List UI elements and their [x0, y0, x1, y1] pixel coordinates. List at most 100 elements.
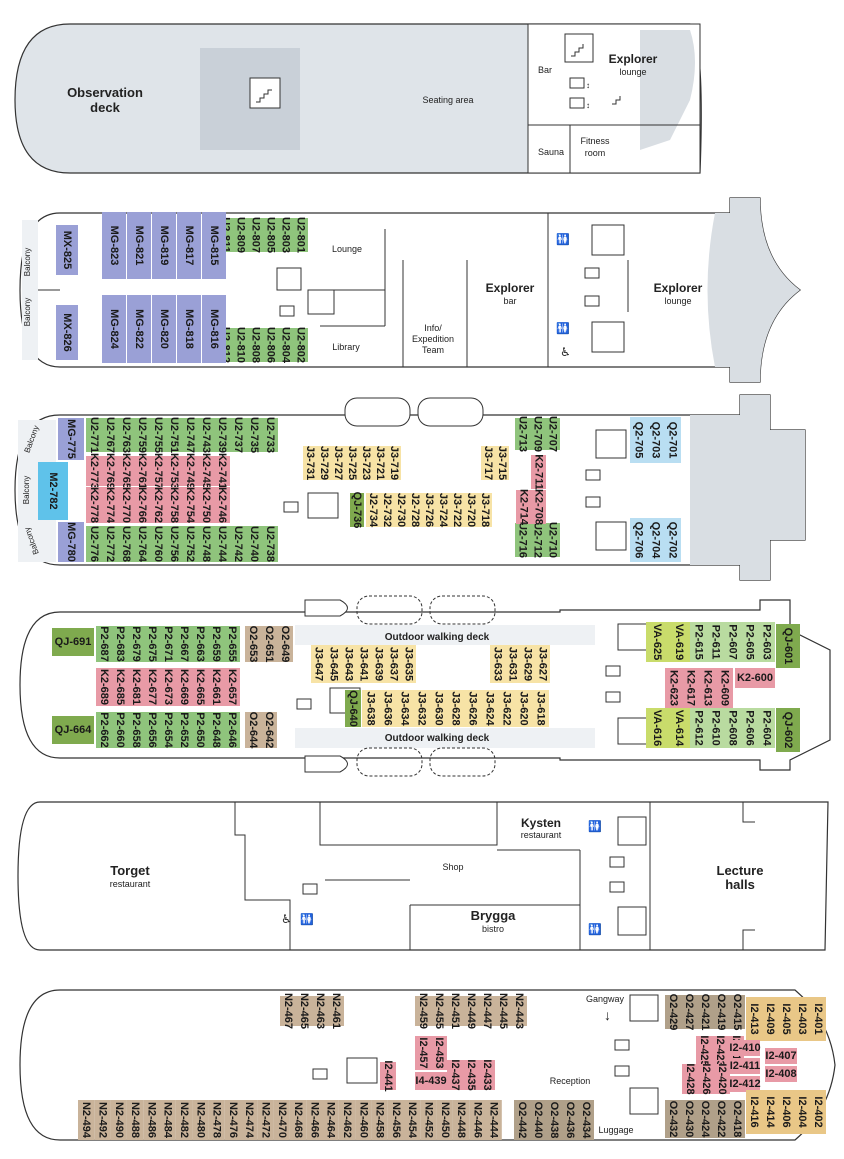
cabin-box[interactable] [112, 668, 128, 706]
cabin-box[interactable] [317, 446, 331, 480]
cabin-box[interactable] [664, 518, 681, 562]
cabin-box[interactable] [729, 1100, 745, 1138]
cabin-box[interactable] [150, 487, 166, 523]
cabin-box[interactable] [78, 1100, 95, 1140]
cabin-box[interactable] [562, 1100, 578, 1140]
cabin-box[interactable] [452, 1100, 470, 1140]
cabin-box[interactable] [182, 526, 198, 562]
cabin-box[interactable] [746, 997, 762, 1041]
cabin-box[interactable] [182, 418, 198, 452]
cabin-box[interactable] [341, 645, 356, 683]
cabin-box[interactable] [682, 1064, 698, 1094]
cabin-box[interactable] [516, 490, 531, 524]
cabin-box[interactable] [668, 622, 690, 662]
cabin-box[interactable] [495, 996, 511, 1026]
cabin-box[interactable] [699, 668, 716, 708]
cabin-box[interactable] [515, 418, 530, 450]
cabin-box[interactable] [463, 996, 479, 1026]
cabin-box[interactable] [431, 1036, 447, 1070]
cabin-box[interactable] [404, 1100, 421, 1140]
cabin-box[interactable] [152, 212, 176, 279]
cabin-box[interactable] [96, 668, 112, 706]
cabin-box[interactable] [469, 1100, 486, 1140]
cabin-box[interactable] [102, 487, 118, 523]
cabin-box[interactable] [578, 1100, 594, 1140]
cabin-box[interactable] [312, 996, 328, 1026]
cabin-box[interactable] [128, 668, 144, 706]
cabin-box[interactable] [464, 493, 478, 527]
cabin-box[interactable] [730, 1040, 760, 1056]
cabin-box[interactable] [394, 493, 408, 527]
cabin-box[interactable] [118, 526, 134, 562]
cabin-box[interactable] [447, 996, 463, 1026]
cabin-box[interactable] [118, 487, 134, 523]
cabin-box[interactable] [401, 645, 416, 683]
cabin-box[interactable] [263, 218, 278, 252]
cabin-box[interactable] [257, 1100, 274, 1140]
cabin-box[interactable] [166, 456, 182, 486]
cabin-box[interactable] [152, 295, 176, 363]
cabin-box[interactable] [646, 708, 668, 748]
cabin-box[interactable] [338, 1100, 356, 1140]
cabin-box[interactable] [246, 526, 262, 562]
cabin-box[interactable] [386, 645, 401, 683]
cabin-box[interactable] [436, 493, 450, 527]
cabin-box[interactable] [413, 690, 430, 727]
cabin-box[interactable] [134, 487, 150, 523]
cabin-box[interactable] [208, 668, 224, 706]
cabin-box[interactable] [668, 708, 690, 748]
cabin-box[interactable] [293, 218, 308, 252]
cabin-box[interactable] [730, 1076, 760, 1092]
cabin-box[interactable] [450, 493, 464, 527]
cabin-box[interactable] [224, 1100, 241, 1140]
cabin-box[interactable] [233, 328, 248, 362]
cabin-box[interactable] [214, 487, 230, 523]
cabin-box[interactable] [415, 996, 431, 1026]
cabin-box[interactable] [546, 1100, 562, 1140]
cabin-box[interactable] [127, 295, 151, 363]
cabin-box[interactable] [778, 1090, 794, 1134]
cabin-box[interactable] [665, 668, 682, 708]
cabin-box[interactable] [126, 1100, 144, 1140]
cabin-box[interactable] [208, 1100, 225, 1140]
cabin-box[interactable] [505, 645, 520, 683]
cabin-box[interactable] [485, 1100, 502, 1140]
cabin-box[interactable] [144, 668, 160, 706]
cabin-box[interactable] [248, 328, 263, 362]
cabin-box[interactable] [479, 1060, 495, 1090]
cabin-box[interactable] [144, 626, 160, 662]
cabin-box[interactable] [350, 493, 364, 527]
cabin-box[interactable] [56, 305, 78, 360]
cabin-box[interactable] [396, 690, 413, 727]
cabin-box[interactable] [532, 690, 549, 727]
cabin-box[interactable] [198, 526, 214, 562]
cabin-box[interactable] [716, 668, 733, 708]
cabin-box[interactable] [464, 690, 481, 727]
cabin-box[interactable] [758, 708, 775, 748]
cabin-box[interactable] [415, 1036, 431, 1070]
cabin-box[interactable] [380, 1062, 396, 1090]
cabin-box[interactable] [262, 526, 278, 562]
cabin-box[interactable] [712, 1036, 728, 1066]
cabin-box[interactable] [110, 1100, 127, 1140]
cabin-box[interactable] [202, 212, 226, 279]
cabin-box[interactable] [198, 487, 214, 523]
cabin-box[interactable] [214, 456, 230, 486]
cabin-box[interactable] [198, 418, 214, 452]
cabin-box[interactable] [150, 456, 166, 486]
cabin-box[interactable] [306, 1100, 323, 1140]
cabin-box[interactable] [278, 218, 293, 252]
cabin-box[interactable] [380, 493, 394, 527]
cabin-box[interactable] [166, 526, 182, 562]
cabin-box[interactable] [134, 526, 150, 562]
cabin-box[interactable] [436, 1100, 453, 1140]
cabin-box[interactable] [379, 690, 396, 727]
cabin-box[interactable] [128, 712, 144, 748]
cabin-box[interactable] [530, 1100, 546, 1140]
cabin-box[interactable] [408, 493, 422, 527]
cabin-box[interactable] [498, 690, 515, 727]
cabin-box[interactable] [758, 622, 775, 662]
cabin-box[interactable] [58, 418, 84, 460]
cabin-box[interactable] [515, 690, 532, 727]
cabin-box[interactable] [481, 690, 498, 727]
